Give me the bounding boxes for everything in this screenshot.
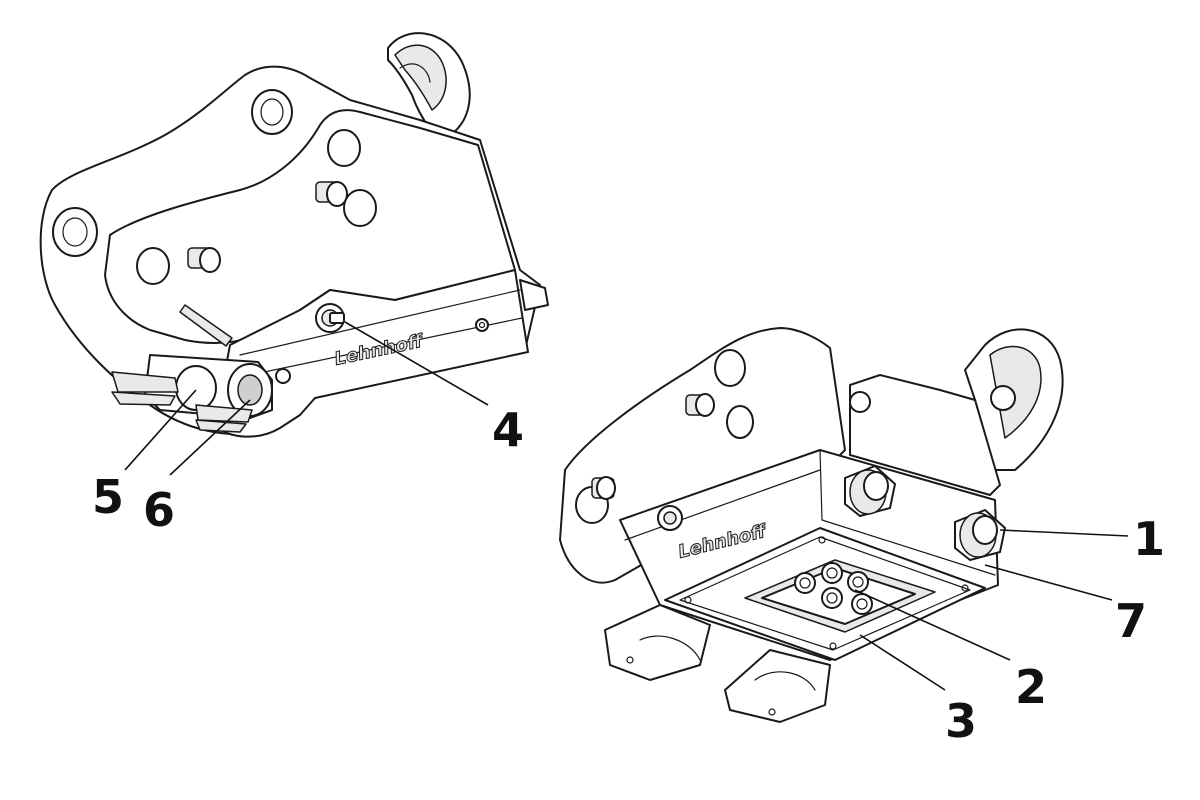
right-sensor-pin bbox=[657, 505, 683, 531]
callout-4: 4 bbox=[492, 403, 524, 457]
callout-7: 7 bbox=[1115, 594, 1147, 648]
right-back-plate bbox=[849, 374, 1001, 496]
callout-5: 5 bbox=[92, 470, 124, 524]
callout-2: 2 bbox=[1015, 660, 1047, 714]
leader-6 bbox=[169, 399, 251, 476]
left-pin-hole-1 bbox=[52, 207, 98, 257]
left-pin-hole-2 bbox=[251, 89, 293, 135]
right-top-hook bbox=[964, 328, 1064, 471]
right-bolt-2 bbox=[591, 476, 616, 500]
right-bolt-1 bbox=[685, 393, 715, 417]
right-pin-hole-1 bbox=[714, 349, 746, 387]
left-bolt-2 bbox=[315, 181, 348, 207]
right-coupler-assembly: Lehnhoff bbox=[559, 327, 1064, 723]
callout-6: 6 bbox=[143, 483, 175, 537]
leader-lines bbox=[124, 321, 1129, 691]
left-side-plate-front bbox=[104, 109, 516, 344]
callout-1: 1 bbox=[1133, 512, 1165, 566]
left-coupler-assembly: Lehnhoff bbox=[39, 32, 549, 438]
left-locking-cylinder bbox=[111, 354, 273, 433]
left-pin-hole-5 bbox=[343, 189, 377, 227]
right-locking-pin-rear bbox=[844, 465, 896, 517]
leader-7 bbox=[984, 564, 1113, 601]
left-top-hook bbox=[387, 32, 471, 141]
leader-2 bbox=[854, 589, 1011, 661]
left-sensor-pin bbox=[315, 303, 345, 333]
callout-3: 3 bbox=[945, 694, 977, 748]
right-pin-hole-2 bbox=[726, 405, 754, 439]
right-lower-hooks bbox=[604, 604, 831, 723]
left-pin-hole-4 bbox=[327, 129, 361, 167]
leader-4 bbox=[344, 321, 489, 406]
leader-1 bbox=[999, 529, 1129, 537]
leader-3 bbox=[859, 634, 946, 691]
left-pin-hole-3 bbox=[136, 247, 170, 285]
right-hydraulic-coupling-block bbox=[744, 559, 936, 633]
right-locking-pin-front bbox=[954, 509, 1006, 561]
callout-labels: 4 5 6 1 7 2 3 bbox=[92, 403, 1165, 748]
left-bolt-1 bbox=[187, 247, 221, 273]
leader-5 bbox=[124, 389, 197, 471]
